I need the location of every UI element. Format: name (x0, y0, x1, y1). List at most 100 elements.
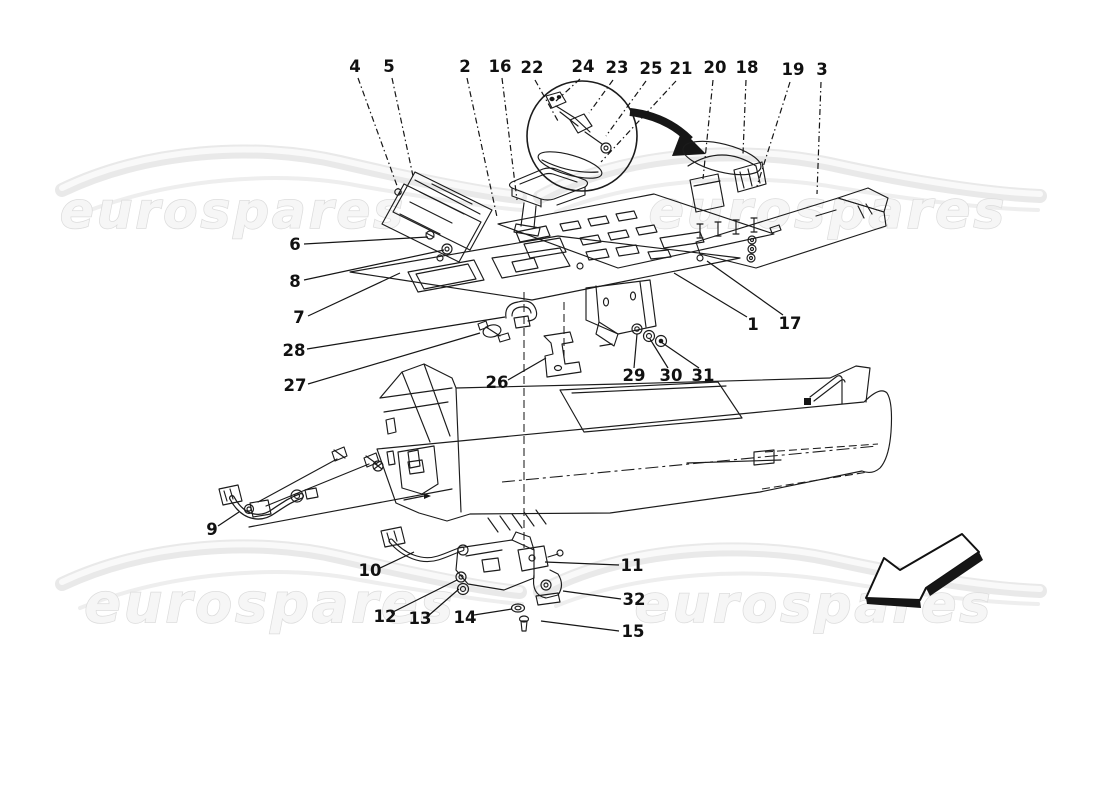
part-number-23: 23 (606, 58, 629, 77)
part-number-6: 6 (289, 235, 300, 254)
leader-line-31 (660, 341, 700, 369)
leader-line-32 (562, 590, 622, 600)
upper-panel (497, 193, 775, 269)
part-number-7: 7 (293, 308, 304, 327)
hose-9 (218, 446, 453, 528)
part-number-18: 18 (736, 58, 759, 77)
console-body (372, 363, 893, 533)
grommet-8-icon (441, 243, 453, 255)
hose-connector-icon (218, 484, 243, 506)
part-number-1: 1 (747, 315, 758, 334)
leader-line-6 (303, 236, 429, 245)
part-number-5: 5 (383, 57, 394, 76)
part-number-2: 2 (459, 57, 470, 76)
callout-3: 3 (816, 60, 828, 195)
part-number-31: 31 (692, 366, 715, 385)
clip-icon (331, 446, 348, 462)
callout-7: 7 (293, 272, 401, 327)
callout-9: 9 (206, 511, 240, 539)
pointer-arc (629, 108, 706, 156)
leader-line-1 (673, 272, 748, 318)
leader-line-18 (742, 79, 747, 155)
callout-22: 22 (521, 58, 559, 122)
part-number-20: 20 (704, 58, 727, 77)
leader-line-21 (600, 80, 677, 163)
mount-bracket-assembly (455, 531, 564, 632)
callout-13: 13 (409, 588, 460, 628)
screw-6-icon (425, 230, 435, 240)
callout-8: 8 (289, 249, 445, 291)
watermark-text-top-left: eurospares (60, 182, 406, 240)
part-number-14: 14 (454, 608, 477, 627)
callout-24: 24 (555, 57, 595, 102)
leader-line-20 (702, 79, 714, 180)
callout-19: 19 (756, 60, 804, 187)
watermark-text-bottom-left: eurospares (84, 572, 455, 635)
leader-line-19 (756, 81, 791, 187)
callout-6: 6 (289, 235, 429, 254)
leader-line-10 (379, 551, 415, 569)
part-number-25: 25 (640, 59, 663, 78)
callout-12: 12 (374, 579, 458, 626)
part-number-27: 27 (284, 376, 307, 395)
part-number-9: 9 (206, 520, 217, 539)
part-number-30: 30 (660, 366, 683, 385)
part-number-13: 13 (409, 609, 432, 628)
leader-line-12 (390, 579, 458, 614)
part-number-32: 32 (623, 590, 646, 609)
callout-4: 4 (349, 57, 401, 195)
leader-line-15 (540, 620, 620, 632)
washer-13-icon (456, 582, 470, 596)
callout-17: 17 (706, 260, 802, 333)
callout-27: 27 (284, 332, 481, 395)
callout-32: 32 (562, 590, 646, 609)
part-number-28: 28 (283, 341, 306, 360)
callout-21: 21 (600, 59, 693, 163)
part-number-15: 15 (622, 622, 645, 641)
leader-line-7 (307, 272, 401, 317)
leader-line-29 (633, 333, 638, 369)
callout-23: 23 (588, 58, 629, 114)
leader-line-30 (649, 338, 669, 369)
callout-26: 26 (486, 357, 547, 392)
armrest-pad-icon (682, 140, 762, 176)
callout-20: 20 (702, 58, 727, 180)
part-number-3: 3 (816, 60, 827, 79)
part-number-21: 21 (670, 59, 693, 78)
callout-18: 18 (736, 58, 759, 155)
callout-5: 5 (383, 57, 414, 177)
leader-line-28 (306, 316, 506, 350)
part-number-24: 24 (572, 57, 595, 76)
leader-line-22 (534, 79, 559, 122)
part-number-29: 29 (623, 366, 646, 385)
leader-line-25 (605, 80, 647, 137)
callout-16: 16 (489, 57, 518, 201)
leader-line-17 (706, 260, 784, 316)
center-support-bracket (585, 279, 657, 347)
part-number-16: 16 (489, 57, 512, 76)
switch-bezel (508, 167, 589, 237)
leader-line-13 (427, 588, 460, 617)
clip-28 (505, 300, 538, 329)
watermark-band: eurospares eurospares eurospares eurospa… (55, 144, 1047, 636)
leader-line-3 (816, 81, 822, 195)
watermark-text-top-right: eurospares (649, 181, 1008, 241)
lighter-icon (545, 91, 567, 109)
detail-circle (526, 80, 638, 192)
part-number-10: 10 (359, 561, 382, 580)
leader-line-24 (555, 78, 581, 102)
leader-line-5 (391, 77, 414, 177)
leader-line-27 (307, 332, 481, 385)
screw-15-icon (518, 615, 530, 623)
callout-2: 2 (459, 57, 498, 218)
armrest-bracket-icon (689, 173, 725, 213)
callout-28: 28 (283, 316, 506, 360)
part-number-26: 26 (486, 373, 509, 392)
direction-arrow (865, 533, 983, 608)
leader-line-16 (501, 77, 518, 201)
cable-10 (380, 526, 469, 563)
part-number-17: 17 (779, 314, 802, 333)
